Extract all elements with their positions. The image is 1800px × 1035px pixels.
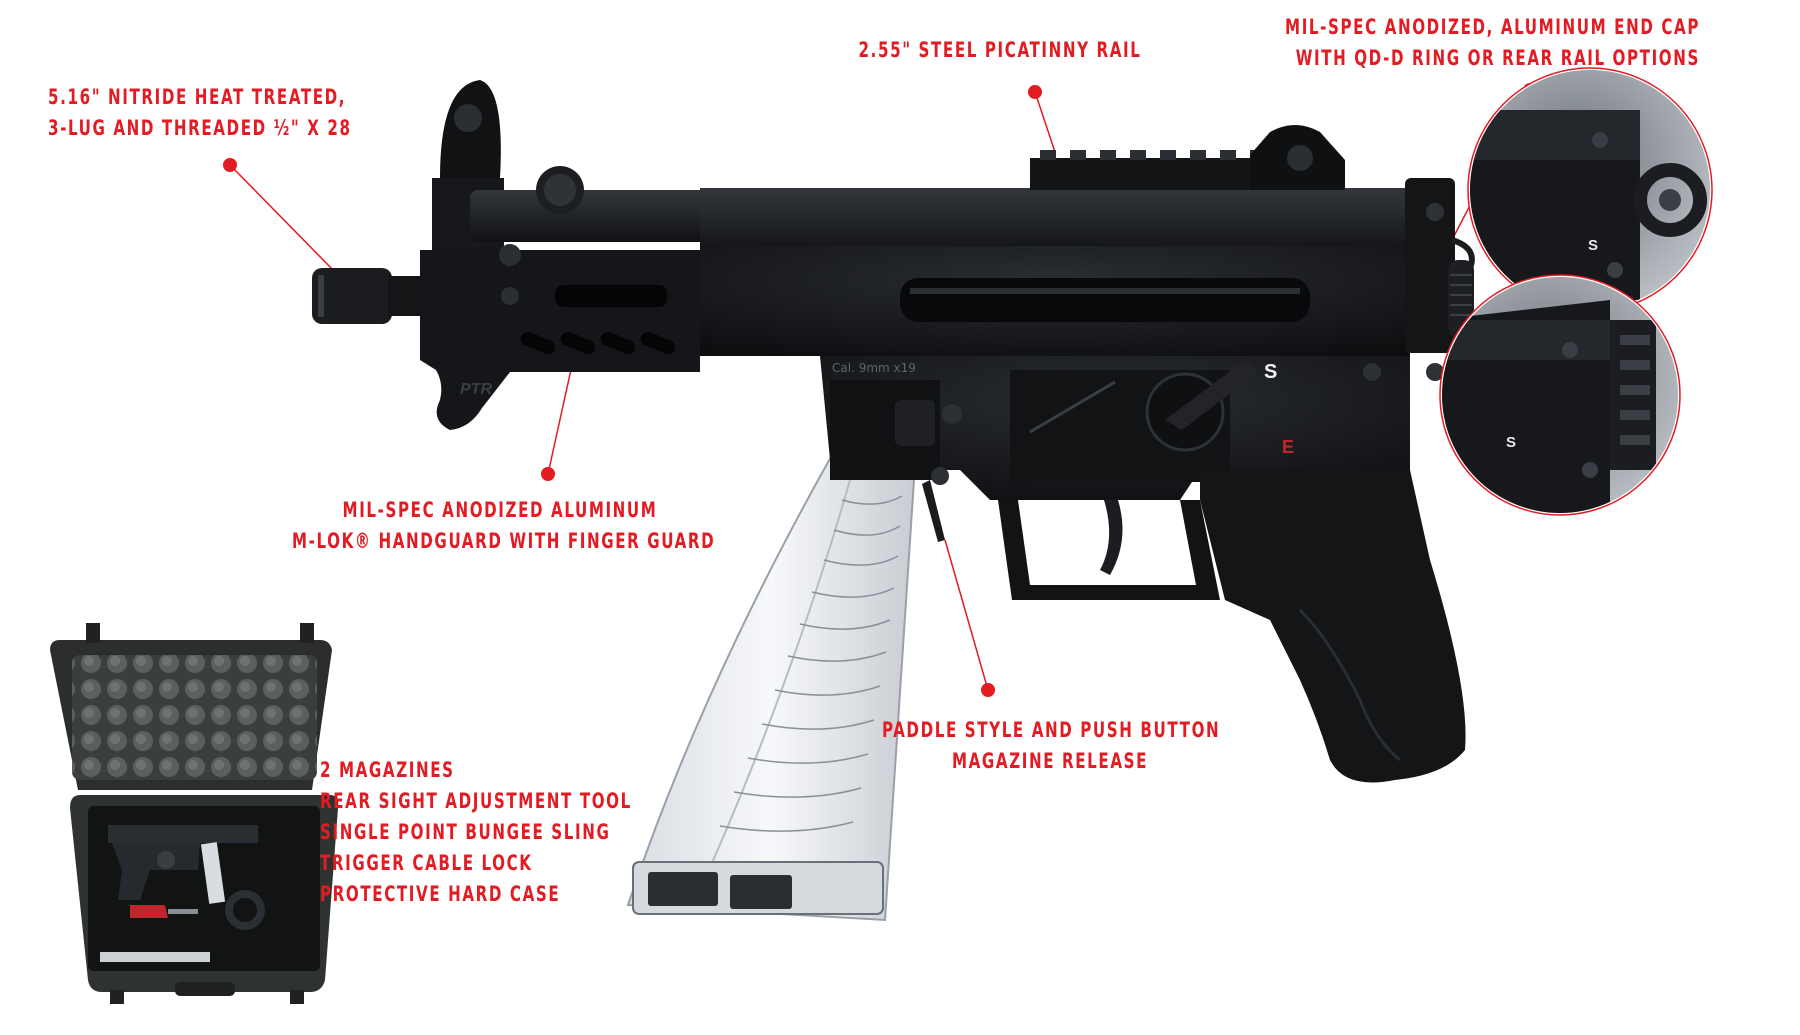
callout-endcap-line-2: WITH QD-D RING OR REAR RAIL OPTIONS — [1295, 46, 1700, 70]
dot-barrel — [223, 158, 237, 172]
muzzle — [312, 268, 392, 324]
pistol-grip — [1200, 470, 1466, 783]
callout-handguard: MIL-SPEC ANODIZED ALUMINUM M-LOK® HANDGU… — [292, 495, 716, 557]
callout-kit-contents: 2 MAGAZINES REAR SIGHT ADJUSTMENT TOOL S… — [320, 755, 632, 910]
caliber-marking: Cal. 9mm x19 — [832, 361, 916, 375]
selector-safe-mark: S — [1264, 361, 1277, 383]
detail-safe-mark-2: S — [1506, 434, 1516, 451]
leader-mag-release — [944, 539, 989, 691]
callout-handguard-line-1: MIL-SPEC ANODIZED ALUMINUM — [342, 498, 658, 522]
callout-mag-release: PADDLE STYLE AND PUSH BUTTON MAGAZINE RE… — [882, 715, 1221, 777]
dot-handguard — [541, 467, 555, 481]
firearm: PTR Cal. 9mm x19 S E F — [312, 80, 1475, 783]
end-cap — [1405, 178, 1455, 353]
callout-handguard-line-2: M-LOK® HANDGUARD WITH FINGER GUARD — [292, 529, 716, 553]
leader-barrel — [229, 164, 336, 273]
paddle-release — [922, 480, 945, 542]
kit-item-sling: SINGLE POINT BUNGEE SLING — [320, 820, 611, 844]
trigger-guard — [998, 500, 1220, 600]
detail-safe-mark: S — [1588, 237, 1598, 254]
detail-rear-rail: S — [1439, 274, 1681, 516]
kit-item-sight-tool: REAR SIGHT ADJUSTMENT TOOL — [320, 789, 632, 813]
callout-barrel-line-2: 3-LUG AND THREADED ½" X 28 — [48, 116, 352, 140]
detail-qd-ring: S — [1467, 67, 1713, 313]
upper-receiver — [700, 188, 1410, 256]
leader-handguard — [547, 355, 575, 475]
callout-mag-release-line-1: PADDLE STYLE AND PUSH BUTTON — [882, 718, 1221, 742]
kit-item-magazines: 2 MAGAZINES — [320, 758, 455, 782]
kit-item-cable-lock: TRIGGER CABLE LOCK — [320, 851, 533, 875]
callout-endcap: MIL-SPEC ANODIZED, ALUMINUM END CAP WITH… — [1284, 12, 1700, 74]
magazine — [626, 453, 917, 922]
picatinny-rail — [1030, 158, 1280, 190]
callout-rail: 2.55" STEEL PICATINNY RAIL — [856, 35, 1144, 66]
selector-extra-mark: E — [1282, 437, 1294, 457]
trigger — [1100, 500, 1123, 575]
dot-rail — [1028, 85, 1042, 99]
leader-rail — [1034, 91, 1056, 153]
dot-mag-release — [981, 683, 995, 697]
hard-case — [50, 623, 339, 1004]
callout-barrel: 5.16" NITRIDE HEAT TREATED, 3-LUG AND TH… — [48, 82, 352, 144]
callout-mag-release-line-2: MAGAZINE RELEASE — [951, 749, 1149, 773]
callout-endcap-line-1: MIL-SPEC ANODIZED, ALUMINUM END CAP — [1285, 15, 1700, 39]
callout-rail-line-1: 2.55" STEEL PICATINNY RAIL — [858, 38, 1142, 62]
kit-item-hard-case: PROTECTIVE HARD CASE — [320, 882, 561, 906]
callout-barrel-line-1: 5.16" NITRIDE HEAT TREATED, — [48, 85, 347, 109]
brand-logo: PTR — [460, 381, 492, 398]
